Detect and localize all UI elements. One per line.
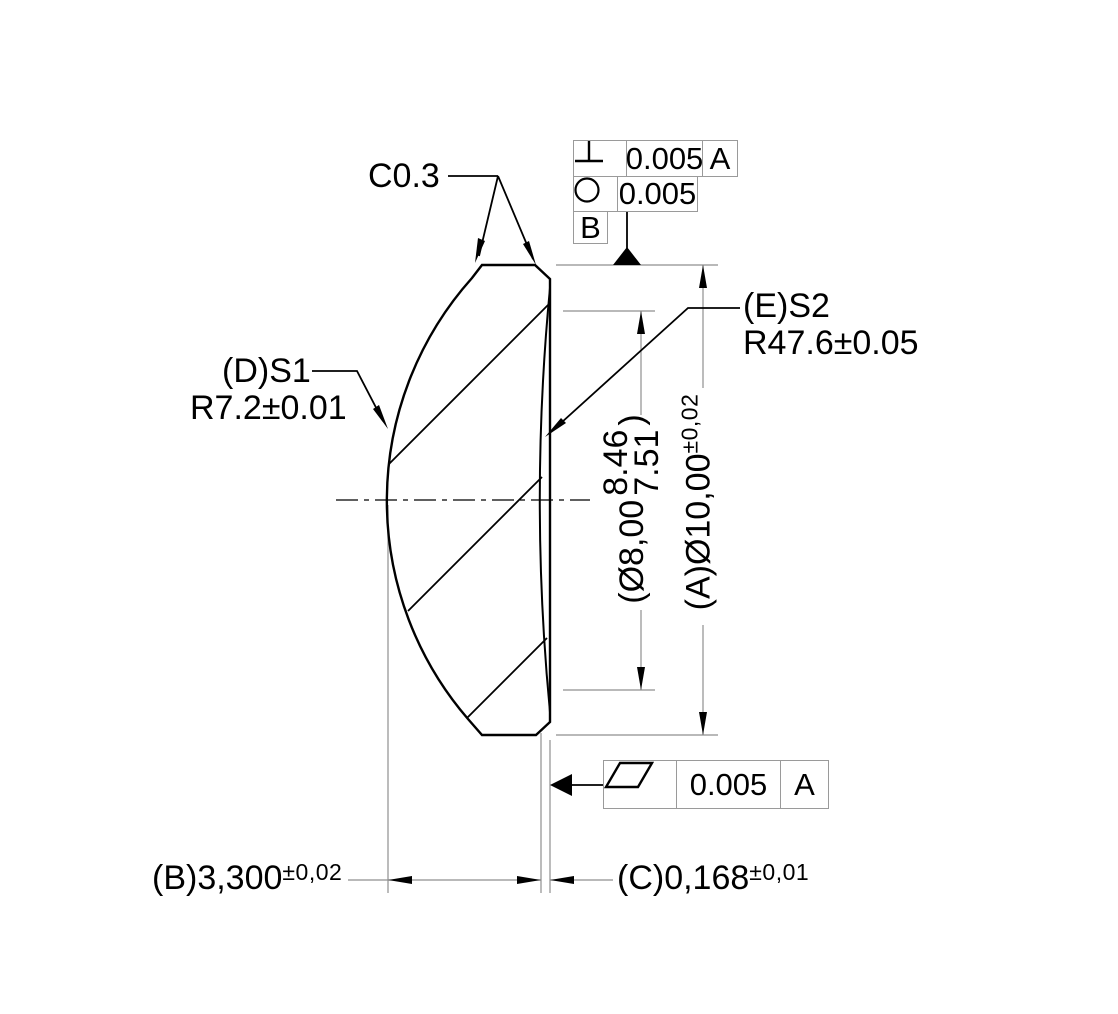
s2-label: (E)S2 R47.6±0.05: [743, 288, 919, 362]
flatness-icon: [603, 760, 677, 809]
fcf-top-row2: 0.005: [573, 176, 698, 212]
extension-lines: [348, 264, 718, 893]
edge-tolerance: ±0,01: [749, 859, 810, 885]
diameter-tolerance: ±0,02: [676, 393, 703, 454]
fcf-bottom: 0.005 A: [603, 760, 829, 809]
datum-b-label: B: [573, 210, 608, 245]
perpendicularity-glyph: [575, 141, 603, 163]
thickness-arrow-left: [388, 876, 412, 884]
fcf-top-row1-value: 0.005: [625, 140, 704, 177]
datum-b-triangle: [613, 247, 641, 265]
s1-label: (D)S1 R7.2±0.01: [190, 353, 347, 427]
diameter-dimension: (A)Ø10,00 ±0,02: [676, 393, 719, 611]
s2-leader: [550, 307, 740, 433]
lens-outline: [385, 263, 552, 737]
circularity-glyph: [574, 177, 600, 203]
edge-dim-arrow: [550, 876, 574, 884]
chamfer-label: C0.3: [368, 157, 440, 195]
chamfer-leader: [448, 175, 534, 260]
circularity-icon: [573, 176, 618, 212]
hatch-line-2: [407, 476, 543, 612]
aperture-arrow-up: [637, 311, 645, 334]
aperture-close: ): [612, 414, 651, 426]
chamfer-arrow-right: [523, 241, 536, 265]
diameter-value: (A)Ø10,00: [679, 453, 718, 611]
perpendicularity-icon: [573, 140, 627, 177]
hatch-line-1: [388, 302, 551, 465]
edge-value: (C)0,168: [617, 859, 750, 897]
flatness-glyph: [603, 761, 655, 789]
fcf-top-row1: 0.005 A: [573, 140, 738, 177]
fcf-top-row3: B: [573, 210, 608, 245]
thickness-value: (B)3,300: [152, 859, 283, 897]
thickness-arrow-right: [517, 876, 541, 884]
s1-radius: R7.2±0.01: [190, 389, 347, 427]
aperture-arrow-down: [637, 667, 645, 690]
leader-lines: [312, 175, 740, 786]
s1-leader: [312, 370, 384, 422]
arrowheads: [373, 238, 707, 884]
aperture-limits: 8.46 7.51: [597, 429, 666, 496]
chamfer-arrow-left: [475, 238, 485, 263]
aperture-lower: 7.51: [628, 429, 666, 496]
thickness-dimension: (B)3,300±0,02: [152, 859, 343, 899]
edge-dimension: (C)0,168±0,01: [617, 859, 810, 899]
thickness-tolerance: ±0,02: [282, 859, 343, 885]
s2-leader-arrow: [545, 418, 566, 437]
s1-leader-arrow: [373, 405, 388, 429]
fcf-top-row1-datum: A: [702, 140, 738, 177]
flatness-datum-triangle: [550, 774, 572, 796]
diameter-arrow-down: [699, 712, 707, 735]
s2-name: (E)S2: [743, 287, 830, 325]
s1-name: (D)S1: [222, 352, 311, 390]
s2-radius: R47.6±0.05: [743, 324, 919, 362]
aperture-dimension: (Ø8,00 8.46 7.51 ): [597, 414, 666, 604]
fcf-top-row2-value: 0.005: [617, 176, 698, 212]
fcf-bottom-datum: A: [780, 760, 829, 809]
diameter-arrow-up: [699, 265, 707, 288]
hatch-line-3: [466, 637, 548, 719]
section-hatching: [388, 302, 551, 719]
fcf-bottom-value: 0.005: [676, 760, 781, 809]
s2-surface-curve: [538, 287, 551, 713]
aperture-open: (Ø8,00: [612, 499, 651, 604]
